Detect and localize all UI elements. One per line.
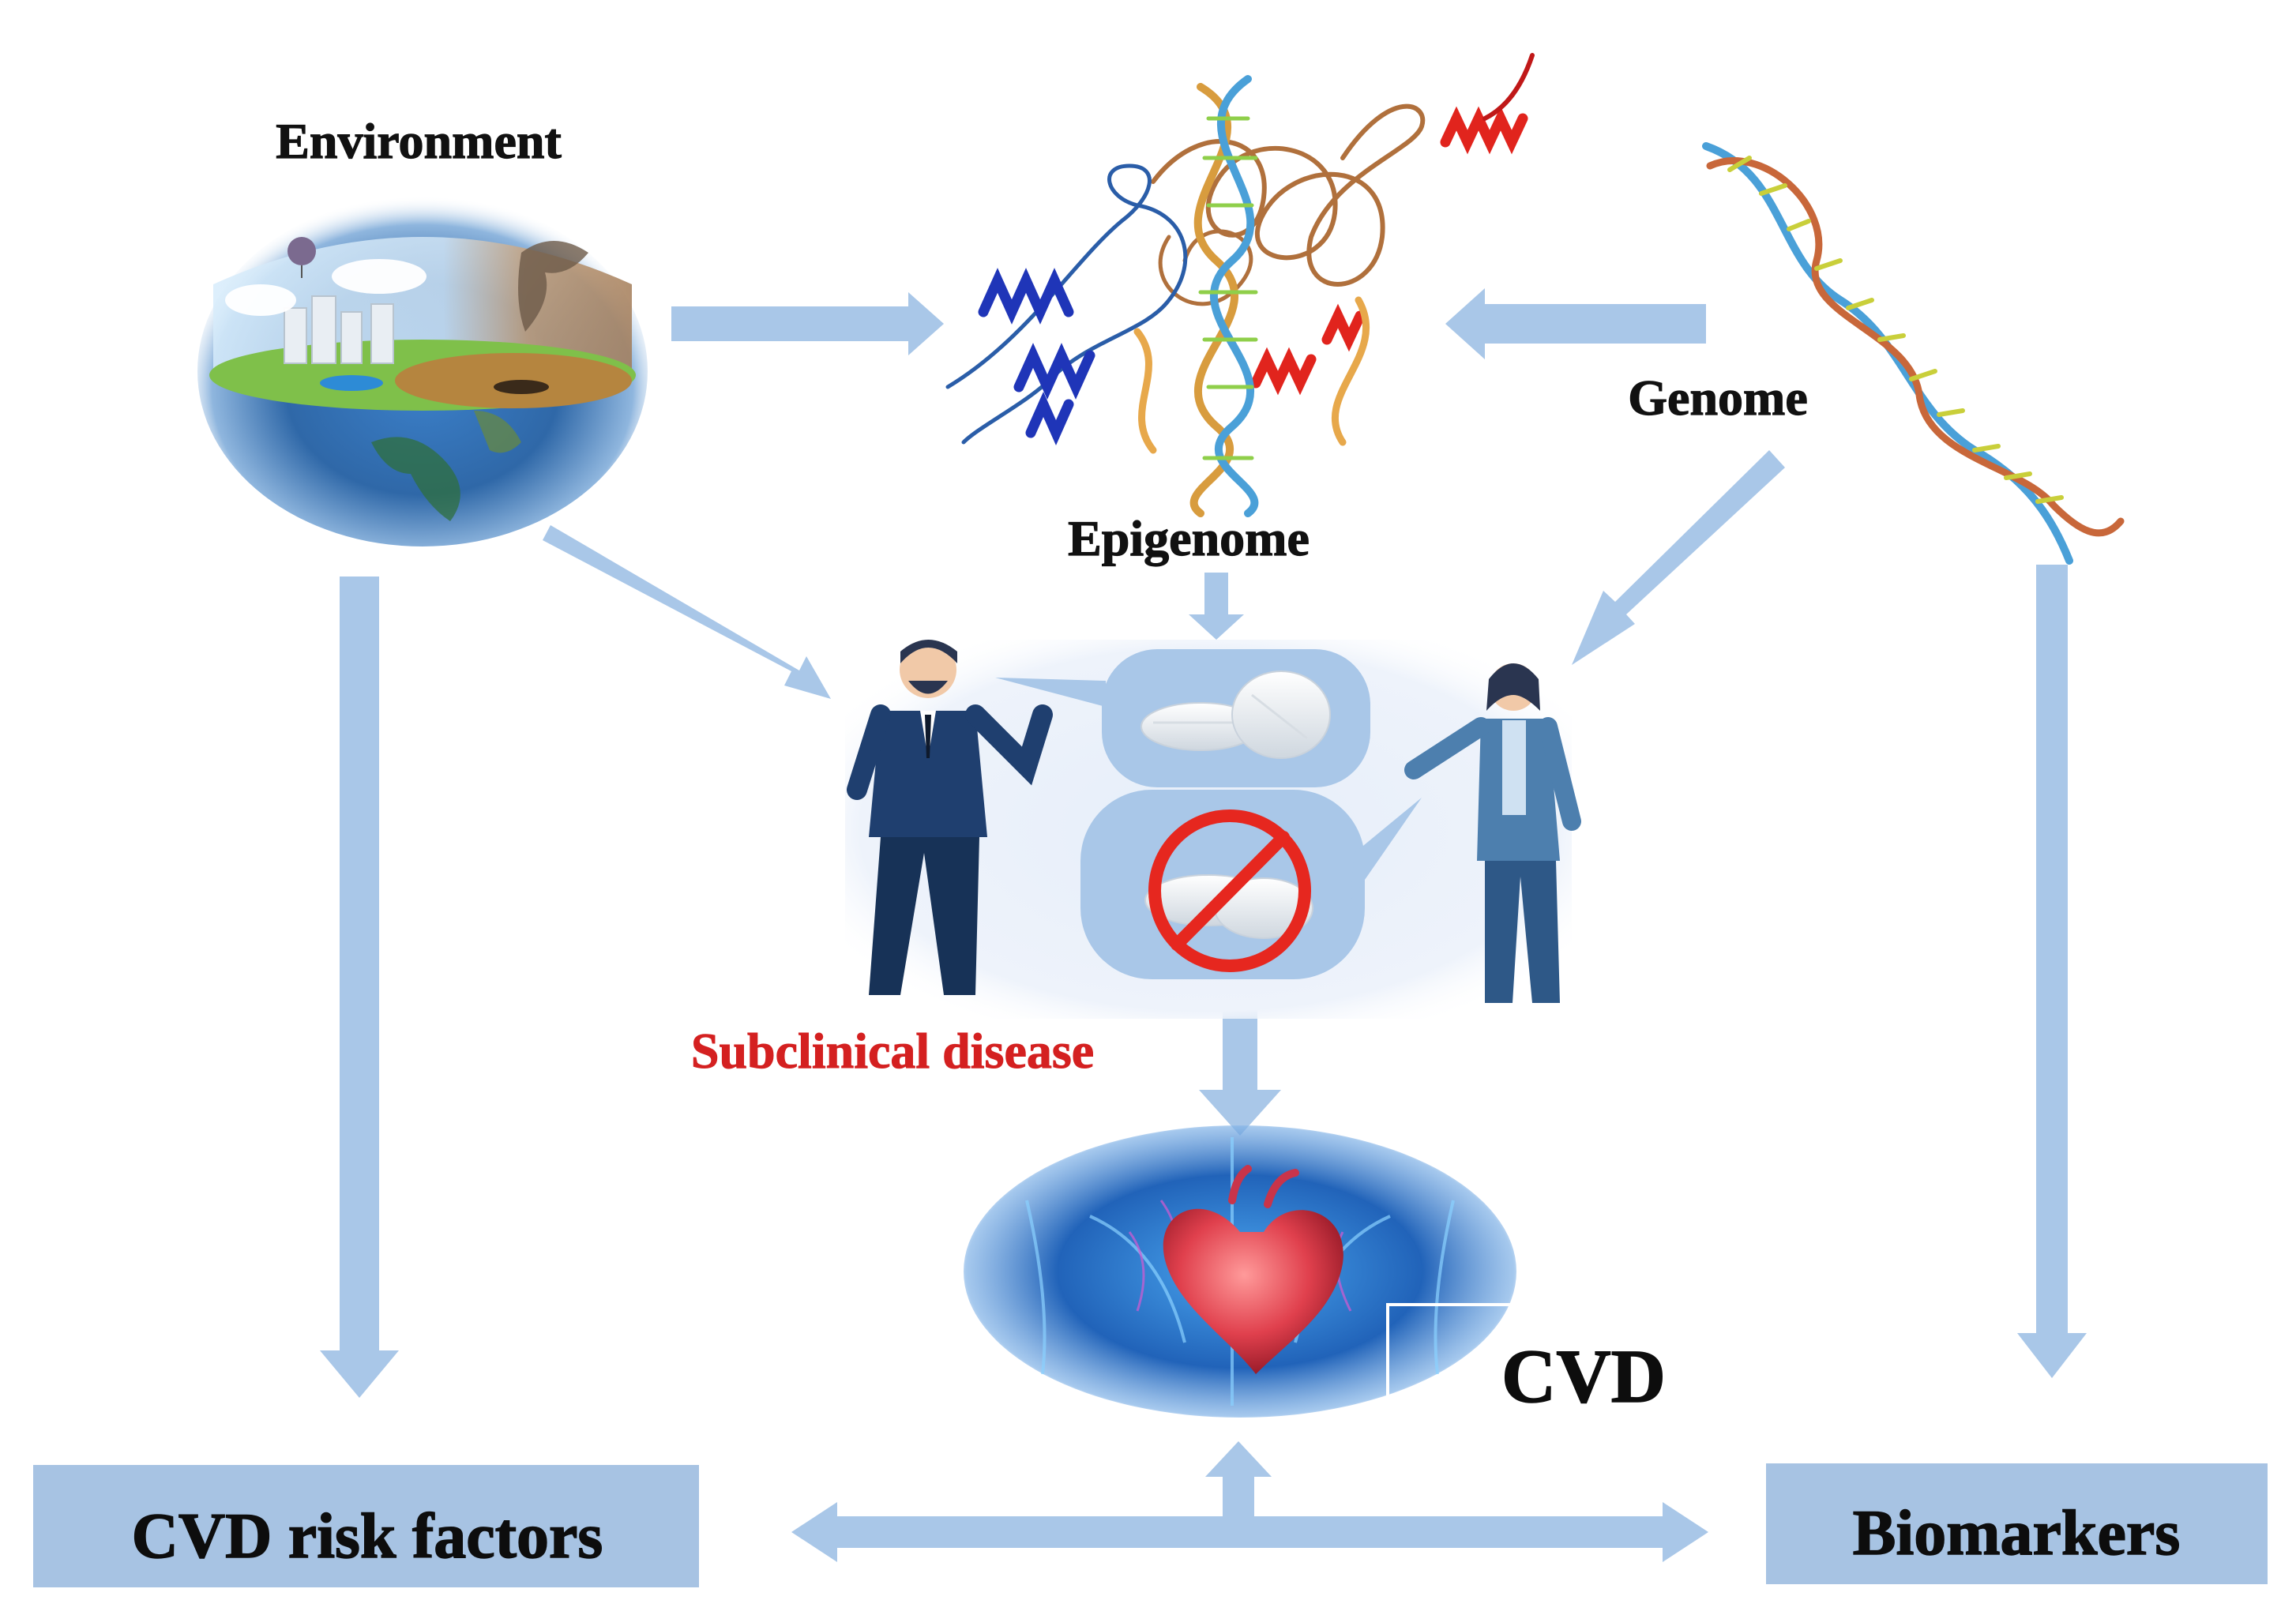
arrow-genome-to-biomarkers [2017,565,2087,1378]
dna-protein-helix-illustration [945,53,1535,517]
pill-icon [1140,670,1331,759]
arrow-risk-to-cvd [1205,1441,1272,1516]
risk-factors-box: CVD risk factors [33,1465,699,1587]
risk-factors-label: CVD risk factors [132,1500,603,1572]
heart-anatomy-illustration [964,1125,1540,1418]
epigenome-label: Epigenome [1068,510,1310,566]
heart-icon [1163,1208,1343,1374]
arrow-genome-to-subclinical [1572,450,1785,665]
dna-double-helix-icon [1702,142,2125,565]
subclinical-scene [845,640,1581,1019]
biomarkers-box: Biomarkers [1766,1463,2268,1584]
environment-label: Environment [276,113,562,169]
cvd-label: CVD [1501,1334,1666,1418]
arrow-environment-to-risk-factors [320,577,399,1398]
arrow-genome-to-epigenome [1445,288,1706,359]
patient-figure [1404,663,1581,1003]
subclinical-disease-label: Subclinical disease [691,1023,1094,1079]
arrow-environment-to-subclinical [543,525,831,699]
arrow-epigenome-to-subclinical [1189,573,1244,640]
doctor-figure [847,640,1053,995]
arrow-environment-to-epigenome [671,292,944,355]
arrows [320,288,2087,1562]
arrow-subclinical-to-cvd [1199,993,1281,1136]
environment-earth-illustration [197,196,648,546]
biomarkers-label: Biomarkers [1853,1497,2180,1568]
arrow-risk-factors-biomarkers [791,1502,1708,1562]
genome-label: Genome [1628,370,1808,426]
no-pill-icon [1144,809,1313,972]
